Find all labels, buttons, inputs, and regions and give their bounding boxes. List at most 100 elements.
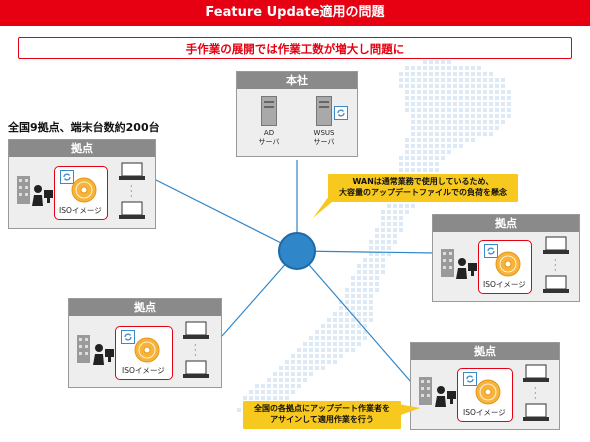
map-dot [315, 330, 319, 334]
map-dot [339, 330, 343, 334]
map-dot [309, 366, 313, 370]
map-dot [285, 360, 289, 364]
map-dot [465, 84, 469, 88]
map-dot [309, 354, 313, 358]
map-dot [447, 108, 451, 112]
map-dot [357, 306, 361, 310]
map-dot [411, 132, 415, 136]
map-dot [321, 348, 325, 352]
map-dot [441, 120, 445, 124]
map-dot [369, 306, 373, 310]
more-dots: ··· [130, 182, 133, 201]
laptop-icon [543, 275, 569, 293]
map-dot [423, 78, 427, 82]
map-dot [399, 204, 403, 208]
map-dot [321, 336, 325, 340]
map-dot [327, 330, 331, 334]
map-dot [471, 66, 475, 70]
map-dot [285, 396, 289, 400]
map-dot [333, 360, 337, 364]
map-dot [255, 390, 259, 394]
map-dot [465, 102, 469, 106]
map-dot [327, 342, 331, 346]
worker-at-pc-icon [456, 258, 477, 279]
map-dot [333, 354, 337, 358]
map-dot [297, 348, 301, 352]
map-dot [453, 96, 457, 100]
map-dot [393, 216, 397, 220]
map-dot [357, 282, 361, 286]
map-dot [417, 150, 421, 154]
map-dot [345, 300, 349, 304]
map-dot [477, 132, 481, 136]
map-dot [333, 324, 337, 328]
worker-at-pc-icon [32, 185, 53, 206]
map-dot [489, 114, 493, 118]
map-dot [429, 126, 433, 130]
map-dot [429, 168, 433, 172]
map-dot [387, 216, 391, 220]
map-dot [459, 120, 463, 124]
map-dot [405, 144, 409, 148]
map-dot [435, 66, 439, 70]
map-dot [387, 246, 391, 250]
map-dot [315, 336, 319, 340]
map-dot [351, 342, 355, 346]
site-count-note: 全国9拠点、端末台数約200台 [8, 121, 160, 134]
map-dot [345, 294, 349, 298]
map-dot [501, 96, 505, 100]
map-dot [471, 126, 475, 130]
map-dot [351, 324, 355, 328]
map-dot [423, 162, 427, 166]
iso-image-label: ISOイメージ [483, 280, 526, 289]
map-dot [339, 318, 343, 322]
map-dot [369, 252, 373, 256]
map-dot [477, 120, 481, 124]
map-dot [357, 288, 361, 292]
map-dot [495, 120, 499, 124]
map-dot [435, 126, 439, 130]
map-dot [471, 84, 475, 88]
map-dot [399, 156, 403, 160]
map-dot [345, 336, 349, 340]
map-dot [249, 390, 253, 394]
map-dot [405, 96, 409, 100]
map-dot [411, 108, 415, 112]
map-dot [381, 252, 385, 256]
map-dot [429, 120, 433, 124]
map-dot [381, 216, 385, 220]
map-dot [441, 72, 445, 76]
map-dot [279, 366, 283, 370]
map-dot [435, 114, 439, 118]
map-dot [423, 114, 427, 118]
map-dot [423, 108, 427, 112]
map-dot [447, 60, 451, 64]
map-dot [423, 66, 427, 70]
map-dot [417, 90, 421, 94]
map-dot [297, 372, 301, 376]
map-dot [279, 378, 283, 382]
map-dot [303, 354, 307, 358]
map-dot [339, 324, 343, 328]
map-dot [375, 288, 379, 292]
map-dot [339, 336, 343, 340]
map-dot [267, 384, 271, 388]
map-dot [279, 396, 283, 400]
map-dot [363, 318, 367, 322]
map-dot [327, 318, 331, 322]
map-dot [429, 72, 433, 76]
map-dot [351, 318, 355, 322]
sync-icon [60, 170, 74, 184]
map-dot [351, 348, 355, 352]
map-dot [297, 354, 301, 358]
map-dot [345, 342, 349, 346]
map-dot [453, 120, 457, 124]
map-dot [285, 390, 289, 394]
map-dot [417, 96, 421, 100]
map-dot [465, 114, 469, 118]
map-dot [507, 90, 511, 94]
map-dot [327, 360, 331, 364]
map-dot [363, 276, 367, 280]
map-dot [387, 240, 391, 244]
map-dot [405, 102, 409, 106]
